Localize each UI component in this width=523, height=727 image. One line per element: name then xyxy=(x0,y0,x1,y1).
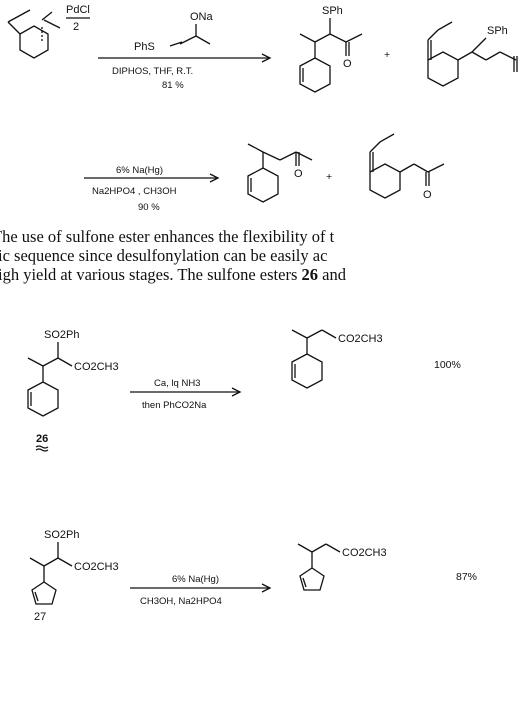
ona-label: ONa xyxy=(190,11,214,23)
yield-2: 90 % xyxy=(138,202,160,213)
paragraph-line-3-and: and xyxy=(318,265,346,284)
phs-label: PhS xyxy=(134,41,155,53)
label-27: 27 xyxy=(34,611,46,623)
reagent-3: Ca, lq NH3 xyxy=(154,378,200,389)
conditions-3: then PhCO2Na xyxy=(142,400,207,411)
paragraph-line-1: The use of sulfone ester enhances the fl… xyxy=(0,227,335,246)
product-4: CO2CH3 xyxy=(297,543,387,591)
reagent-2: 6% Na(Hg) xyxy=(116,165,163,176)
pdcl-label: PdCl xyxy=(66,4,90,16)
starting-pi-allyl-complex: PdCl 2 xyxy=(7,4,90,59)
product-1a: SPh O xyxy=(299,5,363,93)
reaction-arrow-4 xyxy=(130,583,272,593)
compound-ref-26: 26 xyxy=(301,265,319,284)
o-label-2a: O xyxy=(294,168,303,180)
product-3: CO2CH3 xyxy=(291,329,383,389)
conditions-1: DIPHOS, THF, R.T. xyxy=(112,66,193,77)
co2ch3-label-4: CO2CH3 xyxy=(342,547,387,559)
reagent-enolate: ONa PhS xyxy=(134,11,214,53)
o-label-2b: O xyxy=(423,189,432,201)
paragraph-line-3: igh yield at various stages. The sulfone… xyxy=(0,265,523,284)
paragraph-line-2: ic sequence since desulfonylation can be… xyxy=(0,246,328,265)
conditions-4: CH3OH, Na2HPO4 xyxy=(140,596,222,607)
compound-26: SO2Ph CO2CH3 26 xyxy=(27,329,119,452)
co2ch3-label-26: CO2CH3 xyxy=(74,361,119,373)
pd-count: 2 xyxy=(73,21,79,33)
co2ch3-label-3: CO2CH3 xyxy=(338,333,383,345)
product-2a: O xyxy=(247,143,313,203)
reaction-arrow-1 xyxy=(98,53,272,63)
plus-2: + xyxy=(326,171,332,183)
yield-3: 100% xyxy=(434,359,461,371)
sph-label-b: SPh xyxy=(487,25,508,37)
reaction-arrow-3 xyxy=(130,387,242,397)
reaction-arrow-2 xyxy=(84,173,220,183)
label-26: 26 xyxy=(36,433,48,445)
yield-4: 87% xyxy=(456,571,477,583)
plus-1: + xyxy=(384,49,390,61)
paragraph-line-3-text: igh yield at various stages. The sulfone… xyxy=(0,265,302,284)
so2ph-label-27: SO2Ph xyxy=(44,529,79,541)
sph-label-a: SPh xyxy=(322,5,343,17)
conditions-2: Na2HPO4 , CH3OH xyxy=(92,186,177,197)
so2ph-label-26: SO2Ph xyxy=(44,329,79,341)
compound-27: SO2Ph CO2CH3 27 xyxy=(29,529,119,623)
yield-1: 81 % xyxy=(162,80,184,91)
product-1b: SPh xyxy=(427,21,518,87)
o-label-a: O xyxy=(343,58,352,70)
co2ch3-label-27: CO2CH3 xyxy=(74,561,119,573)
product-2b: O xyxy=(369,133,445,201)
reagent-4: 6% Na(Hg) xyxy=(172,574,219,585)
